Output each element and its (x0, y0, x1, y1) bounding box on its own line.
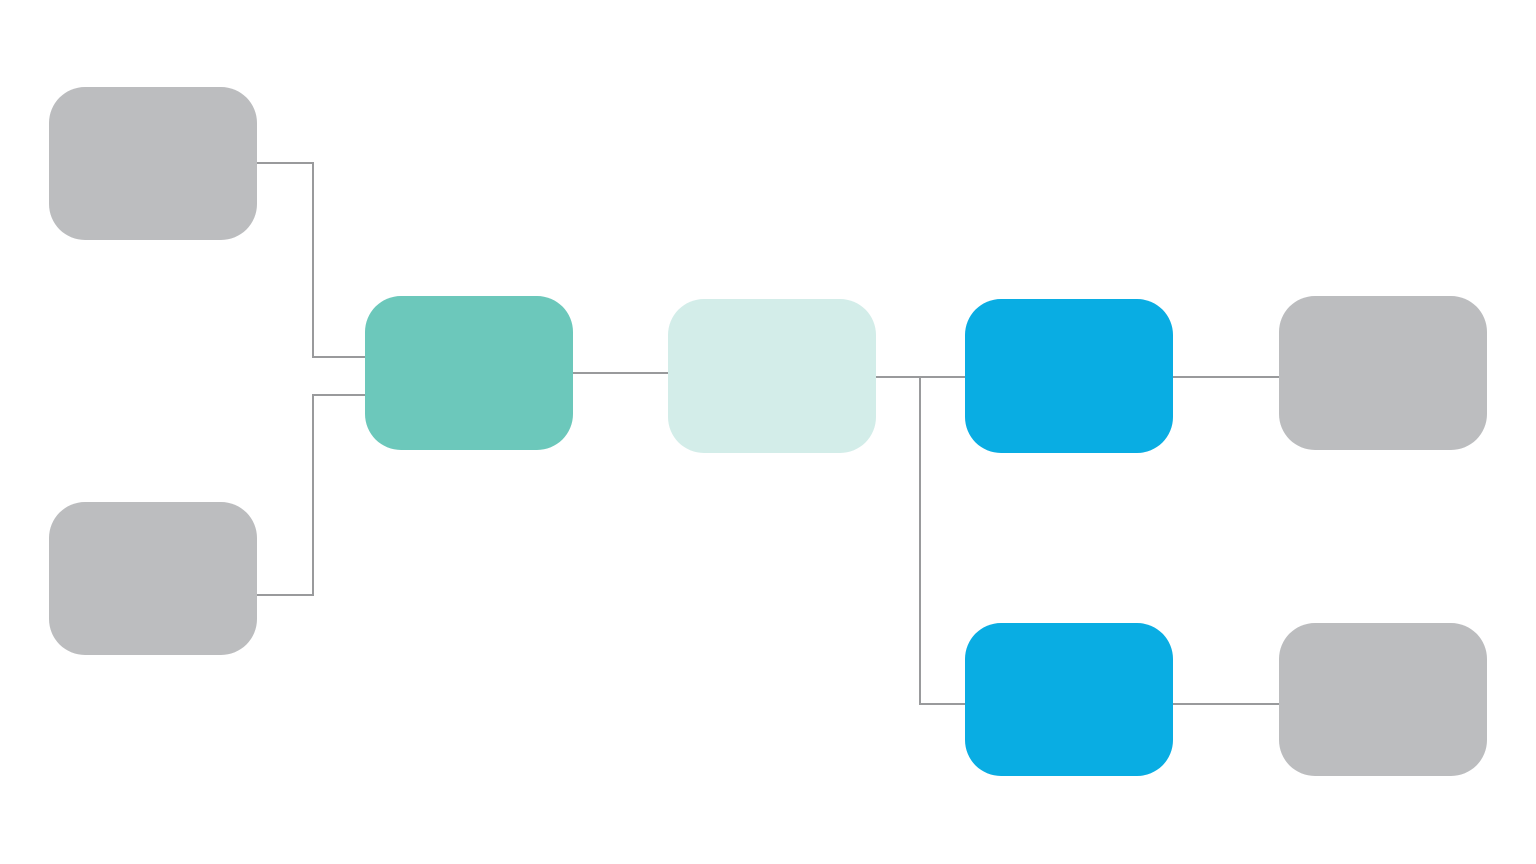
connector-input-top-to-merge (256, 162, 366, 358)
connectors (256, 162, 1280, 705)
node-merge (365, 296, 573, 450)
node-branch-bottom (965, 623, 1173, 776)
connector-middle-to-branch-bottom (919, 377, 966, 705)
node-middle (668, 299, 876, 453)
node-input-top (49, 87, 257, 240)
node-input-bottom (49, 502, 257, 655)
connector-input-bottom-to-merge (256, 394, 366, 596)
node-output-top (1279, 296, 1487, 450)
nodes (49, 87, 1487, 776)
node-output-bottom (1279, 623, 1487, 776)
node-branch-top (965, 299, 1173, 453)
